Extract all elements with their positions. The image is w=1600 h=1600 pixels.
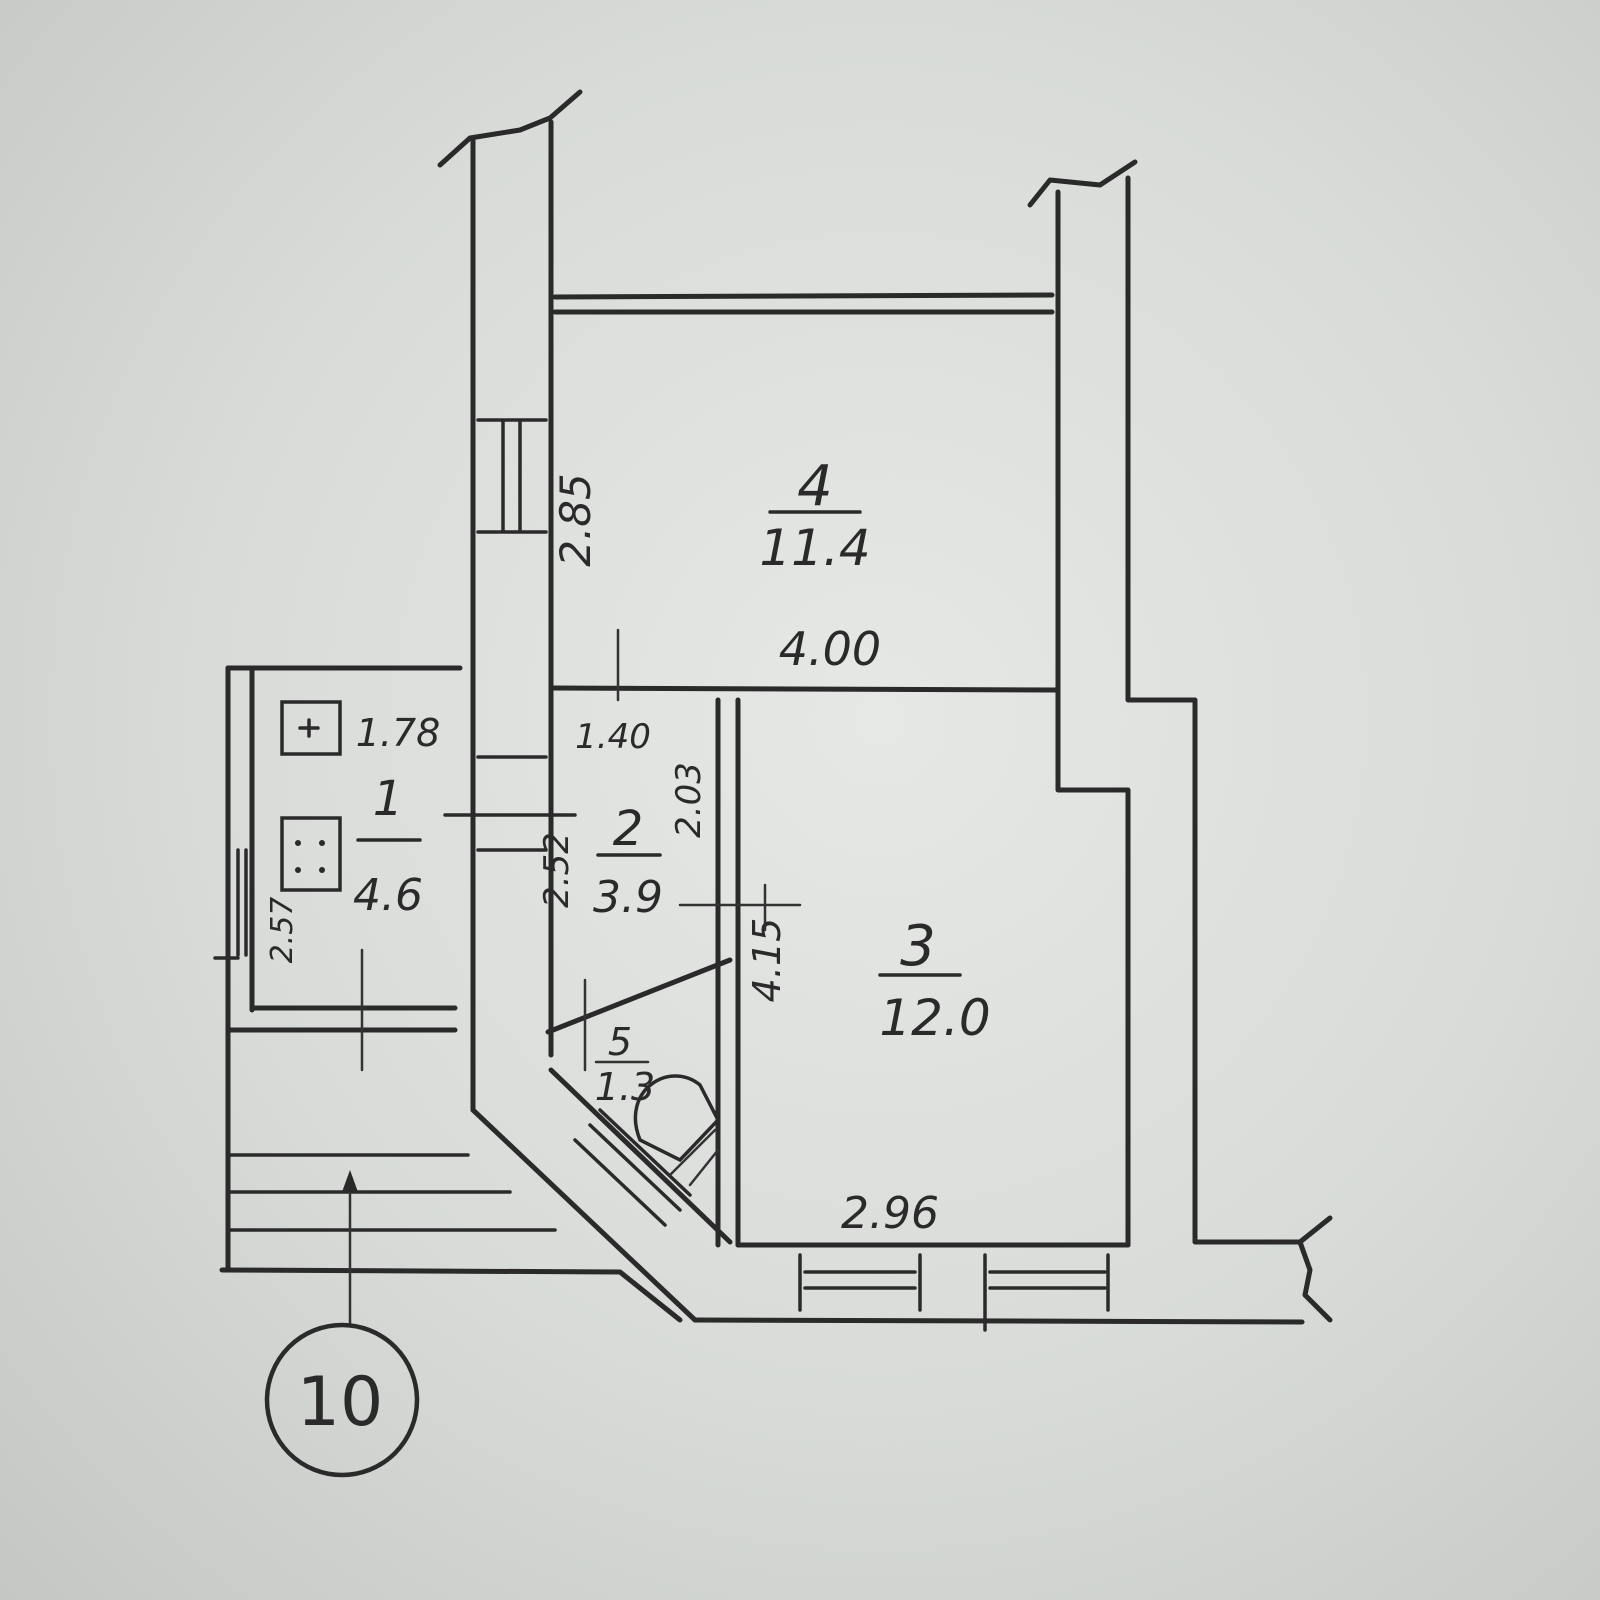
walls [219, 89, 1333, 1325]
dim-room2-top: 1.40 [575, 717, 651, 757]
partition-4-23 [550, 685, 1061, 693]
dim-room3-height: 4.15 [745, 918, 789, 1003]
dim-room4-width: 4.00 [779, 622, 881, 676]
bottom-window-1 [798, 1253, 922, 1312]
stove-burner-4 [319, 867, 325, 873]
room5-number: 5 [608, 1020, 632, 1064]
kitchen-stove [280, 816, 342, 892]
stove-burner-2 [319, 840, 325, 846]
dim-room3-width: 2.96 [841, 1188, 939, 1239]
outer-bottom-wall [692, 1317, 1305, 1325]
break-mark-top-right [1027, 159, 1138, 208]
room5-area: 1.3 [595, 1065, 655, 1109]
dimension-labels: 2.85 4.00 1.40 2.03 2.52 4.15 2.96 1.78 … [265, 473, 939, 1239]
room1-left-window [213, 848, 248, 960]
room4-area: 11.4 [759, 519, 870, 577]
diagonal-wall-inner [548, 1067, 733, 1245]
room4-top-wall-outer [552, 292, 1055, 300]
room1-area: 4.6 [353, 870, 423, 921]
room3-number: 3 [900, 914, 936, 979]
flat-number-circle [264, 1322, 420, 1478]
kitchen-sink [280, 700, 342, 756]
room1-number: 1 [373, 771, 404, 827]
flat-number-marker: 10 [264, 1322, 420, 1478]
dim-room1-width: 1.78 [356, 711, 441, 755]
dim-room2-height: 2.52 [537, 832, 577, 908]
dim-room2-side: 2.03 [669, 762, 709, 838]
right-wall-inner [1055, 189, 1131, 1248]
room2-door-leaf [545, 957, 733, 1035]
dimension-lines [342, 628, 802, 1327]
bottom-left-wall [219, 1267, 683, 1323]
toilet-tank [668, 1128, 720, 1187]
central-wall-opening-1 [476, 418, 548, 534]
diagonal-window [573, 1108, 692, 1227]
stove-burner-1 [295, 840, 301, 846]
fixtures [280, 700, 721, 1187]
break-mark-top-left [437, 89, 583, 168]
entry-arrow-head [342, 1170, 358, 1192]
break-mark-bottom-right [1297, 1215, 1333, 1323]
kitchen-sink-tap [298, 718, 320, 738]
room2-number: 2 [613, 801, 644, 857]
bottom-window-2 [983, 1253, 1110, 1332]
central-wall-opening-2 [476, 755, 548, 852]
diagonal-wall-outer [470, 1107, 698, 1323]
openings [213, 418, 1110, 1332]
dim-room4-height: 2.85 [551, 473, 600, 567]
room3-area: 12.0 [879, 989, 990, 1047]
room-labels: 4 11.4 1 4.6 2 3.9 3 12.0 5 1.3 [353, 454, 991, 1109]
right-wall-outer [1125, 175, 1303, 1245]
flat-number: 10 [297, 1363, 384, 1442]
room2-area: 3.9 [593, 872, 663, 923]
room4-number: 4 [797, 454, 833, 519]
stove-burner-3 [295, 867, 301, 873]
toilet-bowl [633, 1074, 721, 1163]
dim-room1-height: 2.57 [265, 897, 300, 964]
